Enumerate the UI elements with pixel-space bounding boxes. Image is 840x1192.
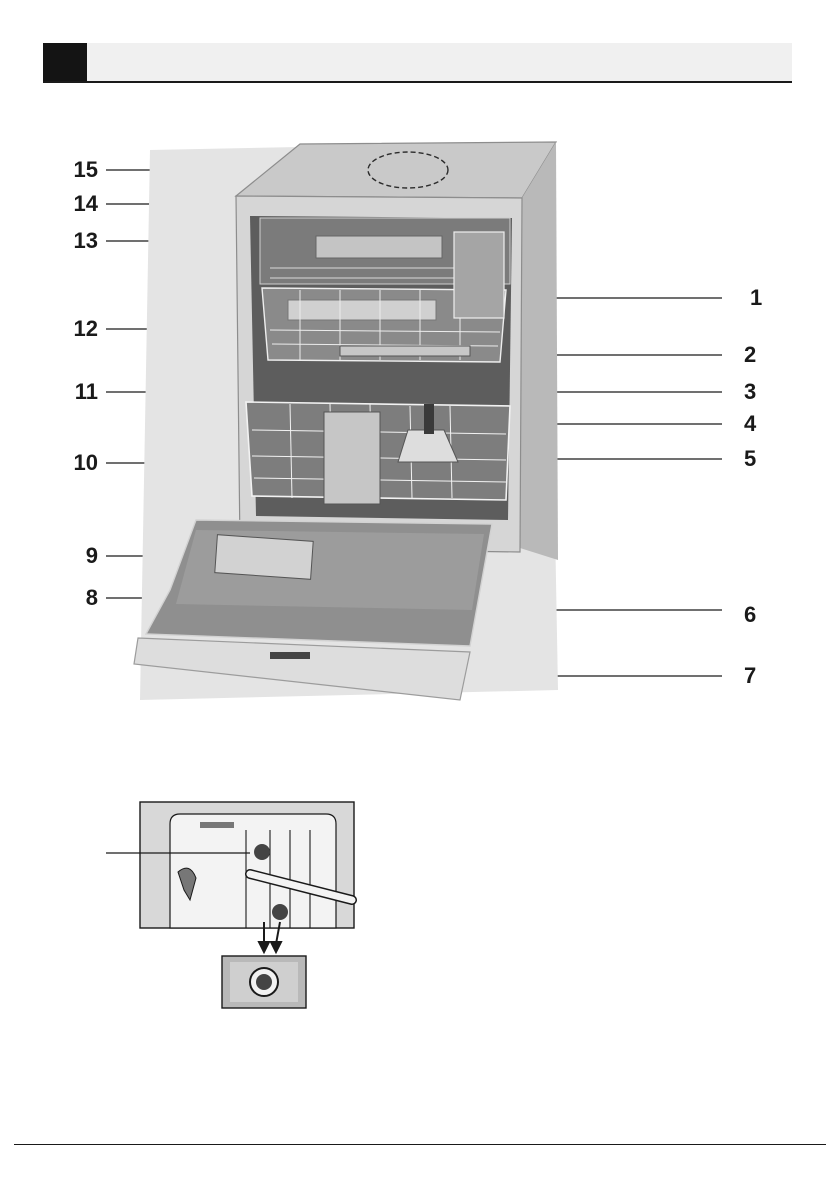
callout-5: 5 xyxy=(744,447,784,471)
footer-rule xyxy=(14,1144,826,1145)
side-rack xyxy=(454,232,504,318)
callout-7: 7 xyxy=(744,664,784,688)
filter-detail-photo xyxy=(106,802,354,1008)
tray-handle xyxy=(316,236,442,258)
callout-2: 2 xyxy=(744,343,784,367)
callout-14: 14 xyxy=(50,192,98,216)
upper-spray-arm xyxy=(340,346,470,356)
callout-1: 1 xyxy=(750,286,790,310)
callout-3: 3 xyxy=(744,380,784,404)
callout-11: 11 xyxy=(50,380,98,404)
side-panel xyxy=(520,142,558,560)
callout-6: 6 xyxy=(744,603,784,627)
callout-4: 4 xyxy=(744,412,784,436)
basket-handle xyxy=(288,300,436,320)
filter xyxy=(424,404,434,434)
callout-13: 13 xyxy=(50,229,98,253)
callout-10: 10 xyxy=(50,451,98,475)
cutlery-basket xyxy=(324,412,380,504)
callout-15: 15 xyxy=(50,158,98,182)
detergent-dispenser xyxy=(215,535,313,580)
callout-8: 8 xyxy=(50,586,98,610)
door-lock xyxy=(270,652,310,659)
dishwasher-photo xyxy=(134,142,558,700)
filter-cap xyxy=(254,844,270,860)
callout-12: 12 xyxy=(50,317,98,341)
callout-9: 9 xyxy=(50,544,98,568)
